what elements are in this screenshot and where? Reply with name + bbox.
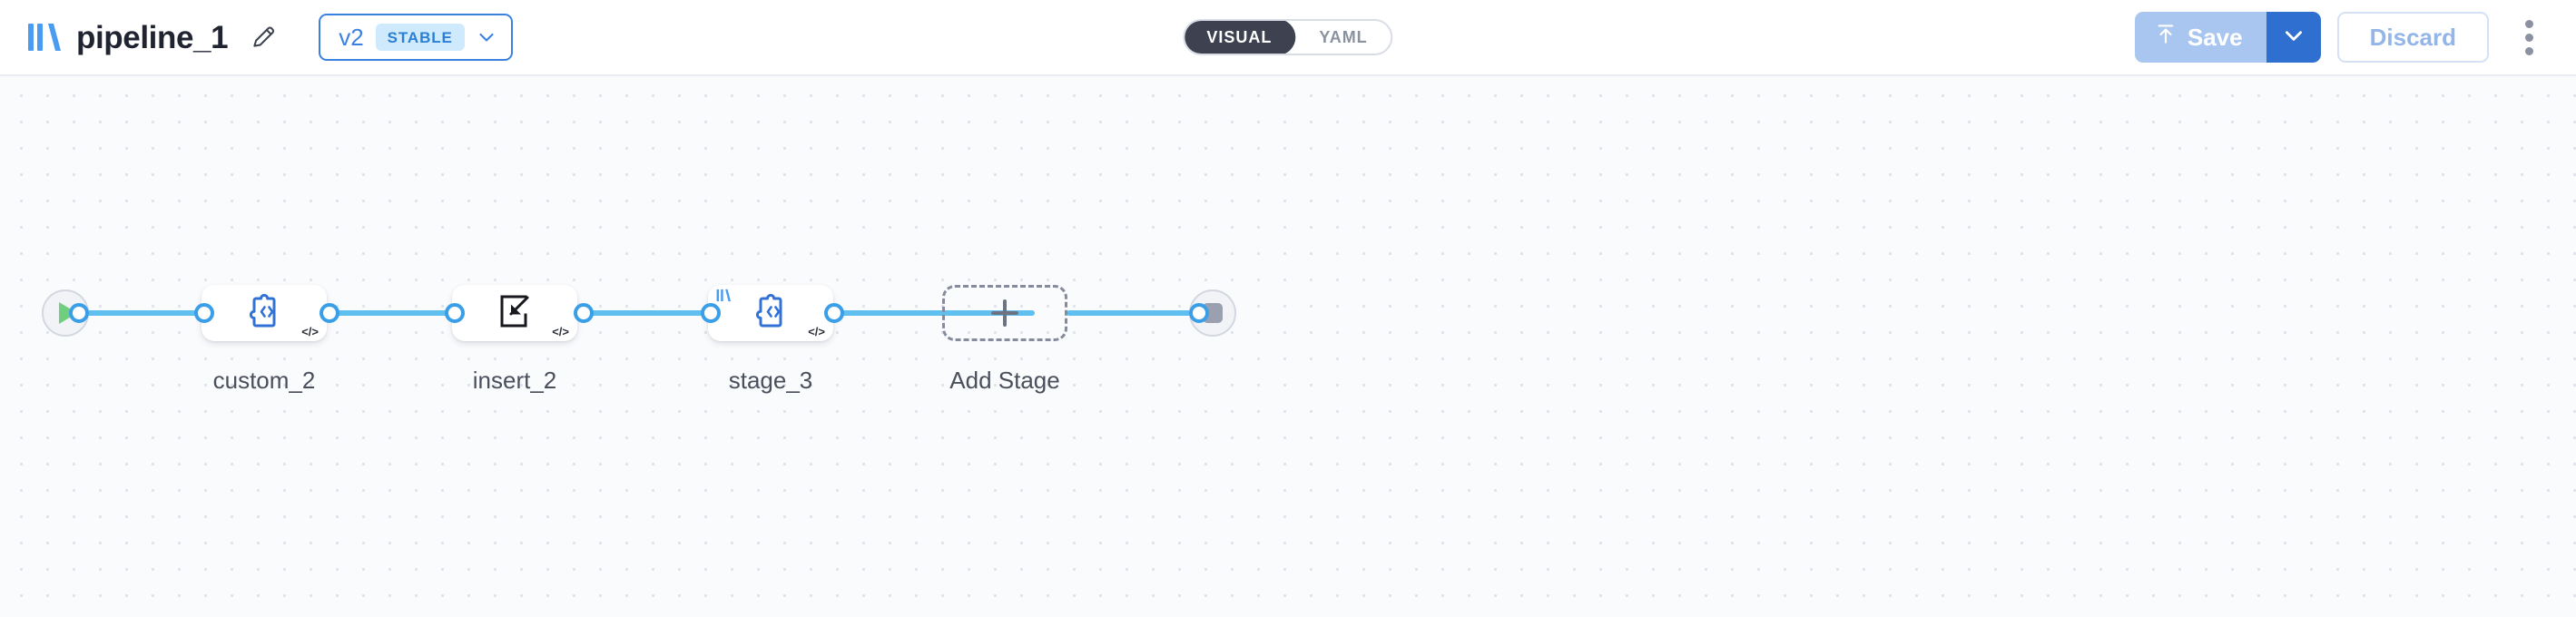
pipeline-flow: </> </> (0, 76, 2576, 617)
stage-node-custom_2[interactable]: </> (202, 285, 327, 341)
port-insert_2-out[interactable] (574, 303, 594, 323)
stage-node-insert_2[interactable]: </> (452, 285, 577, 341)
header-left-group: pipeline_1 v2 STABLE (27, 14, 513, 61)
stage-label-custom_2: custom_2 (212, 367, 316, 394)
connector-wire[interactable] (69, 310, 214, 316)
pencil-icon[interactable] (242, 16, 284, 58)
code-badge: </> (808, 325, 825, 338)
port-custom_2-out[interactable] (320, 303, 339, 323)
port-stage_3-out[interactable] (824, 303, 844, 323)
plus-icon (991, 299, 1018, 327)
upload-arrow-icon (2157, 23, 2175, 52)
connector-wire[interactable] (1067, 310, 1212, 316)
discard-button[interactable]: Discard (2336, 12, 2489, 63)
app-header: pipeline_1 v2 STABLE VISUAL (0, 0, 2576, 76)
add-stage-button[interactable] (942, 285, 1067, 341)
code-badge: </> (552, 325, 569, 338)
add-stage-label: Add Stage (949, 367, 1060, 394)
port-insert_2-in[interactable] (445, 303, 465, 323)
stage-label-insert_2: insert_2 (472, 367, 557, 394)
segmented-control: VISUAL YAML (1183, 19, 1393, 55)
status-badge: STABLE (375, 24, 465, 51)
insert-arrow-icon (496, 292, 534, 335)
kebab-dot (2524, 33, 2533, 42)
port-start-out[interactable] (69, 303, 89, 323)
port-custom_2-in[interactable] (194, 303, 214, 323)
library-bars-logo-icon (716, 289, 732, 302)
connector-wire[interactable] (320, 310, 472, 316)
tab-visual[interactable]: VISUAL (1185, 21, 1296, 54)
kebab-dot (2524, 46, 2533, 55)
save-button-label: Save (2187, 23, 2243, 51)
version-label: v2 (339, 24, 364, 51)
code-badge: </> (301, 325, 319, 338)
kebab-menu-icon[interactable] (2505, 12, 2552, 63)
port-end-in[interactable] (1189, 303, 1209, 323)
save-options-button[interactable] (2266, 12, 2321, 63)
puzzle-code-icon (751, 292, 791, 335)
pipeline-canvas[interactable]: </> </> (0, 76, 2576, 617)
page-title: pipeline_1 (76, 19, 229, 55)
port-stage_3-in[interactable] (701, 303, 721, 323)
save-button-group: Save (2134, 12, 2321, 63)
connector-wire[interactable] (824, 310, 1035, 316)
chevron-down-icon (2282, 24, 2306, 52)
view-mode-toggle: VISUAL YAML (1183, 19, 1393, 55)
chevron-down-icon (477, 27, 497, 47)
stage-label-stage_3: stage_3 (728, 367, 813, 394)
version-selector[interactable]: v2 STABLE (319, 14, 513, 61)
save-button[interactable]: Save (2134, 12, 2266, 63)
puzzle-code-icon (244, 292, 284, 335)
header-actions: Save Discard (2134, 12, 2552, 63)
library-bars-logo-icon (27, 22, 64, 53)
connector-wire[interactable] (574, 310, 730, 316)
kebab-dot (2524, 19, 2533, 28)
tab-yaml[interactable]: YAML (1319, 27, 1368, 46)
stage-node-stage_3[interactable]: </> (708, 285, 833, 341)
